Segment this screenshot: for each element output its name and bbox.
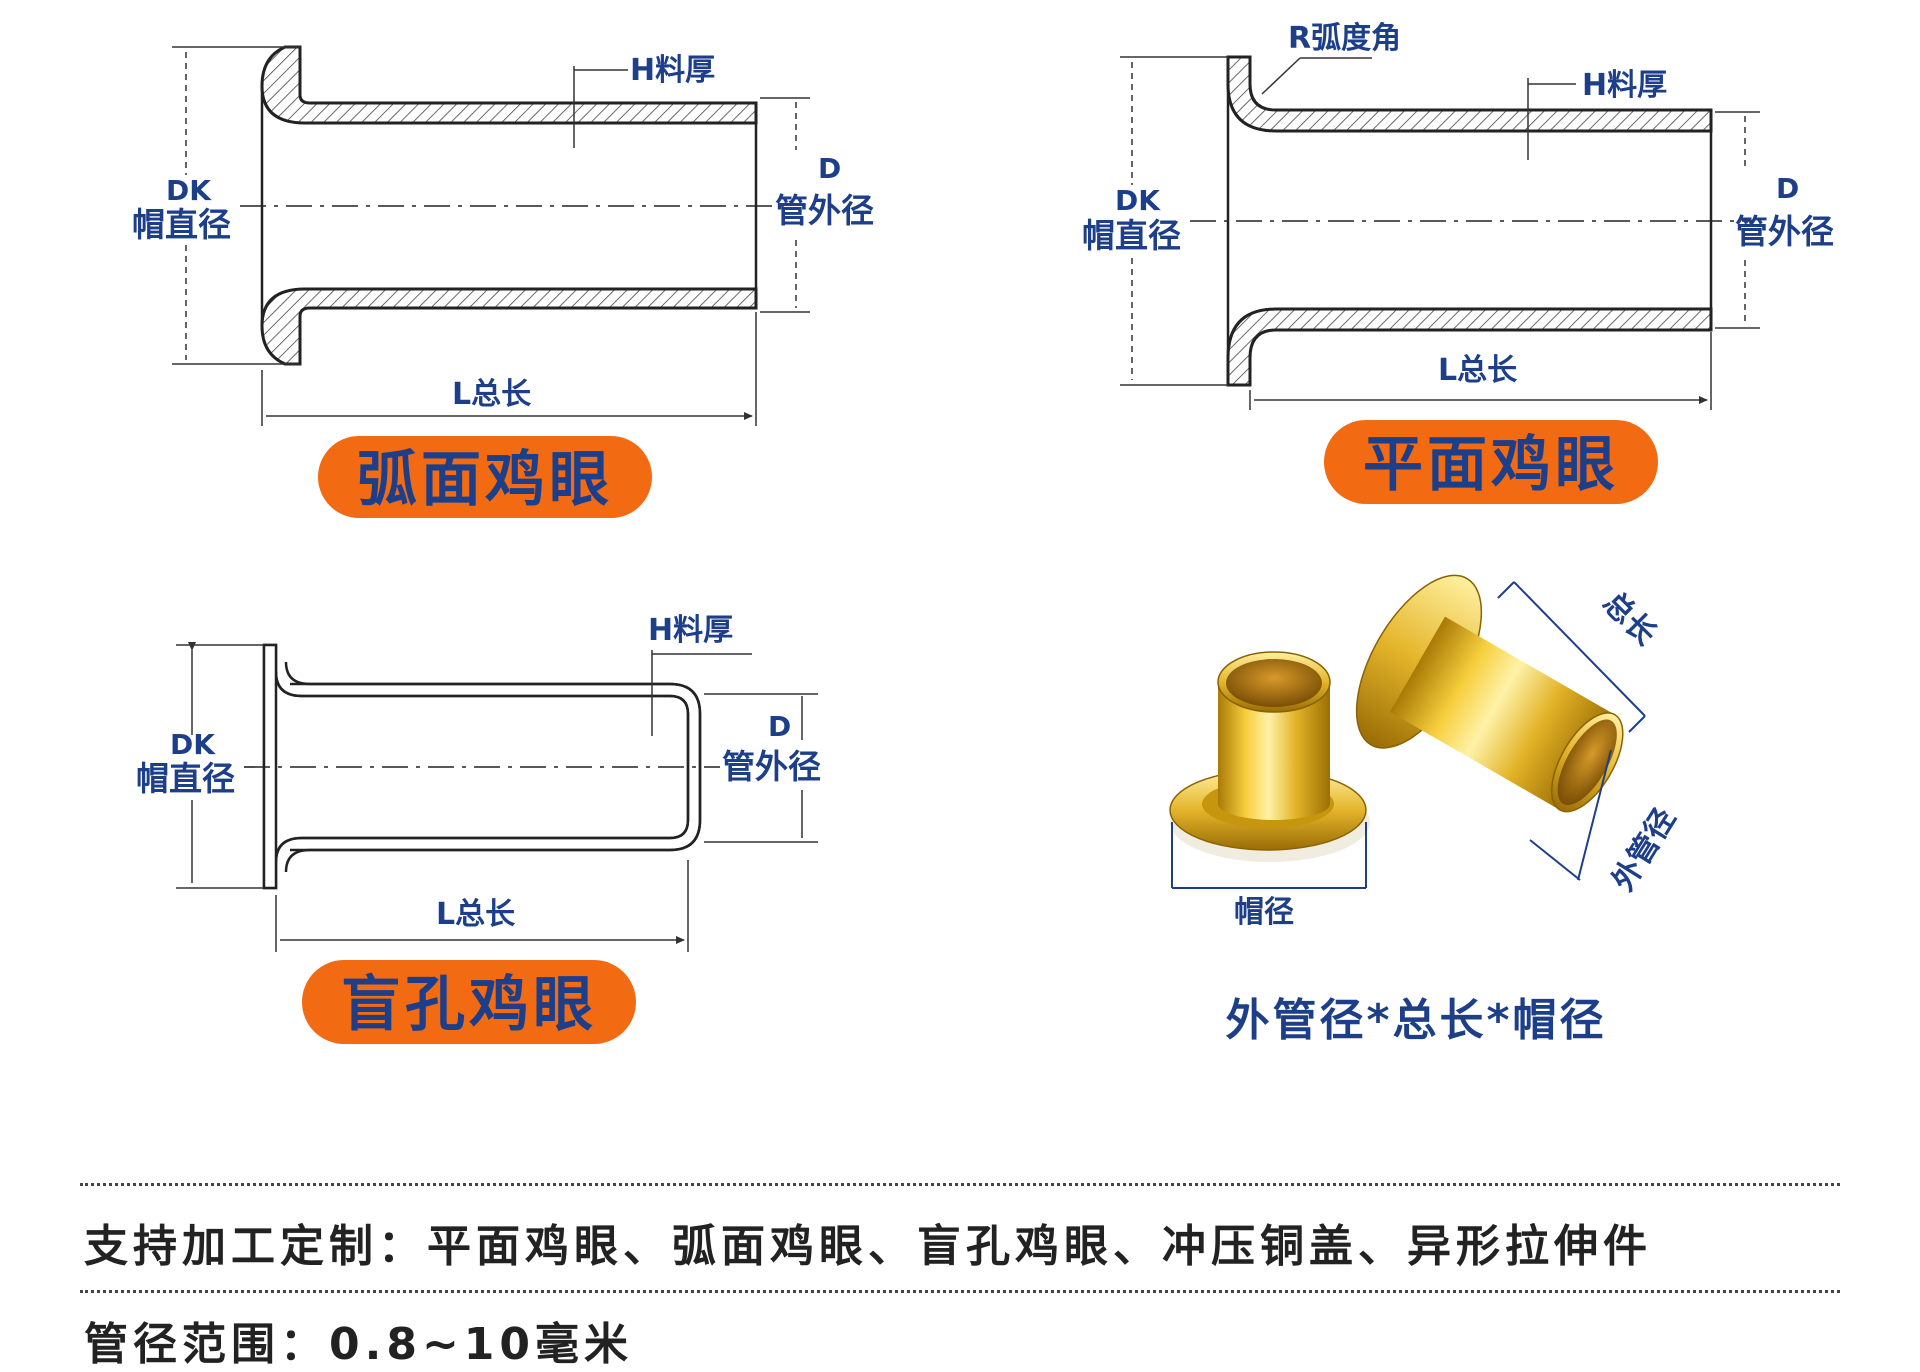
flat-eyelet-badge: 平面鸡眼 [1324, 420, 1658, 504]
flat-head-code: DK [1115, 184, 1161, 217]
flat-diameter-code: D [1776, 172, 1799, 205]
footer-divider-top [80, 1183, 1840, 1186]
arc-lower-wall [260, 287, 758, 366]
eyelet-spec-diagram: H料厚 D 管外径 DK 帽直径 L总长 弧面鸡眼 [132, 21, 1834, 1046]
blind-inner-wall [284, 661, 702, 873]
arc-head-label: 帽直径 [132, 205, 231, 244]
blind-eyelet-badge: 盲孔鸡眼 [302, 960, 636, 1044]
blind-head-label: 帽直径 [136, 759, 235, 798]
flat-length-label: L总长 [1438, 353, 1517, 388]
blind-eyelet-drawing [176, 642, 818, 952]
arc-head-code: DK [166, 174, 212, 207]
blind-diameter-label: 管外径 [722, 747, 821, 786]
brass-eyelet-photo: 总长 外管径 帽径 外管径*总长*帽径 [1169, 574, 1683, 1046]
flat-radius-label: R弧度角 [1288, 21, 1401, 56]
arc-length-label: L总长 [452, 377, 531, 412]
arc-eyelet-labels: H料厚 D 管外径 DK 帽直径 L总长 [132, 53, 874, 412]
arc-thickness-label: H料厚 [630, 53, 715, 88]
arc-eyelet-drawing [172, 45, 810, 426]
flat-eyelet-badge-text: 平面鸡眼 [1363, 430, 1619, 500]
arc-eyelet-badge: 弧面鸡眼 [318, 436, 652, 518]
custom-processing-line: 支持加工定制：平面鸡眼、弧面鸡眼、盲孔鸡眼、冲压铜盖、异形拉伸件 [84, 1221, 1652, 1272]
arc-diameter-label: 管外径 [775, 191, 874, 230]
arc-diameter-code: D [818, 152, 841, 185]
blind-thickness-label: H料厚 [648, 613, 733, 648]
blind-diameter-code: D [768, 710, 791, 743]
arc-eyelet-badge-text: 弧面鸡眼 [357, 445, 613, 515]
photo-head-diameter-label: 帽径 [1234, 895, 1294, 930]
photo-total-length-label: 总长 [1596, 585, 1663, 652]
blind-length-label: L总长 [436, 897, 515, 932]
blind-eyelet-badge-text: 盲孔鸡眼 [341, 970, 597, 1040]
blind-eyelet-labels: H料厚 D 管外径 DK 帽直径 L总长 [136, 613, 821, 932]
flat-diameter-label: 管外径 [1735, 212, 1834, 251]
flat-eyelet-labels: R弧度角 H料厚 D 管外径 DK 帽直径 L总长 [1082, 21, 1834, 388]
blind-outer-wall [274, 671, 690, 863]
footer-divider-bottom [80, 1290, 1840, 1293]
diameter-range-line: 管径范围：0.8~10毫米 [84, 1319, 634, 1370]
tilted-eyelet [1355, 574, 1624, 813]
flat-eyelet-drawing [1120, 55, 1760, 410]
arc-upper-wall [260, 45, 758, 125]
flat-thickness-label: H料厚 [1582, 68, 1667, 103]
photo-spec-format: 外管径*总长*帽径 [1225, 995, 1606, 1046]
blind-head-code: DK [170, 728, 216, 761]
flat-head-label: 帽直径 [1082, 216, 1181, 255]
standing-eyelet [1169, 651, 1370, 862]
photo-outer-diameter-label: 外管径 [1606, 802, 1683, 897]
